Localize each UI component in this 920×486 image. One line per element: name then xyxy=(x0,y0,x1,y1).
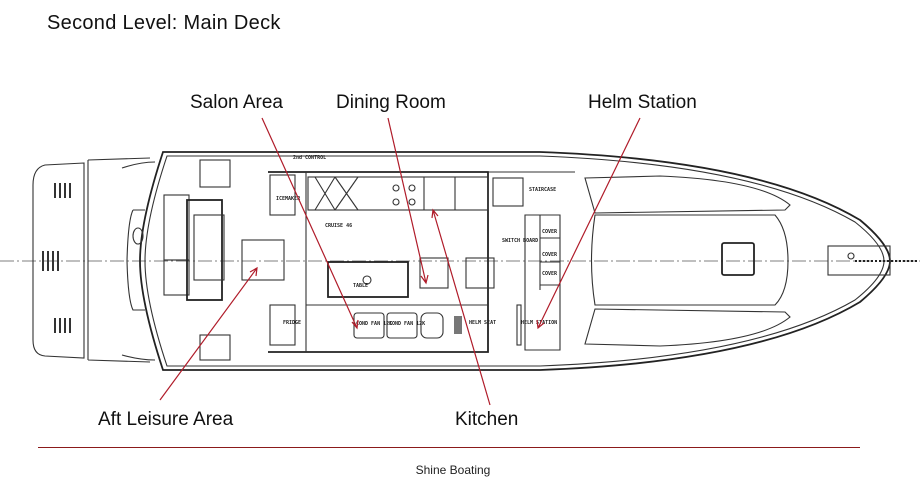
label-cond-fan: COND FAN 12K xyxy=(356,321,392,327)
callout-aft-leisure-area: Aft Leisure Area xyxy=(98,409,234,430)
aft-leader xyxy=(159,266,258,401)
callout-kitchen: Kitchen xyxy=(455,409,519,430)
salon-layout xyxy=(268,171,524,353)
footer-divider xyxy=(38,447,860,448)
kitchen-leader xyxy=(431,208,491,406)
hull-outline xyxy=(121,151,891,371)
page-title: Second Level: Main Deck xyxy=(47,12,281,34)
label-cover: COVER xyxy=(542,229,558,235)
label-fridge: FRIDGE xyxy=(283,320,301,326)
label-cond-fan: COND FAN 12K xyxy=(389,321,425,327)
callout-salon-area: Salon Area xyxy=(190,92,283,113)
helm-layout xyxy=(488,171,575,351)
foredeck xyxy=(584,175,918,347)
helm-leader xyxy=(536,117,641,330)
label-cover: COVER xyxy=(542,252,558,258)
label-cruise: CRUISE 46 xyxy=(325,223,352,229)
swim-platform xyxy=(32,157,151,363)
label-table: TABLE xyxy=(353,283,368,289)
callout-leaders xyxy=(159,117,641,406)
label-cover: COVER xyxy=(542,271,558,277)
aft-cockpit xyxy=(163,159,285,361)
footer-brand: Shine Boating xyxy=(415,463,491,477)
salon-leader xyxy=(261,117,359,330)
label-staircase: STAIRCASE xyxy=(529,187,556,193)
label-icemaker: ICEMAKER xyxy=(276,196,301,202)
label-2nd-control: 2nd CONTROL xyxy=(293,155,326,161)
callout-dining-room: Dining Room xyxy=(336,92,446,113)
callout-helm-station: Helm Station xyxy=(588,92,697,113)
label-switch-board: SWITCH BOARD xyxy=(502,238,538,244)
label-helm-station: HELM STATION xyxy=(521,320,557,326)
dining-leader xyxy=(387,117,429,285)
label-helm-seat: HELM SEAT xyxy=(469,320,496,326)
